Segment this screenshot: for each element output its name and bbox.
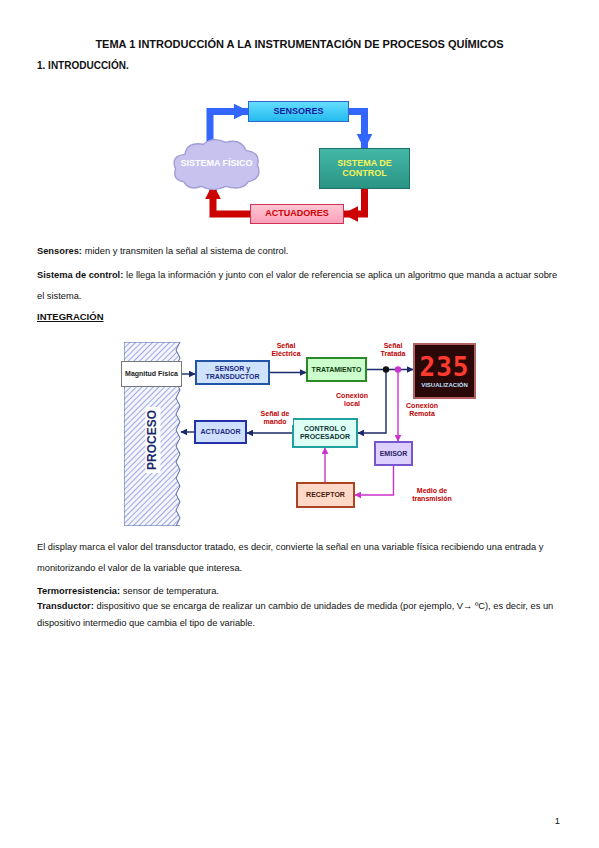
- paragraph: El display marca el valor del transducto…: [37, 537, 563, 579]
- body-text: miden y transmiten la señal al sistema d…: [85, 246, 289, 256]
- signal-label: Medio de transmisión: [408, 487, 456, 502]
- node-label: RECEPTOR: [306, 491, 345, 499]
- display-box: 235VISUALIZACIÓN: [413, 343, 476, 399]
- body-text: 1. INTRODUCCIÓN.: [37, 60, 129, 71]
- emitter-box: EMISOR: [374, 441, 413, 466]
- display-digits: 235: [420, 353, 470, 382]
- junction-dot: [383, 366, 389, 372]
- term: Termorresistencia:: [37, 586, 120, 596]
- connector-arrow: [355, 466, 394, 495]
- node-label: Magnitud Física: [125, 370, 178, 378]
- page-title: TEMA 1 INTRODUCCIÓN A LA INSTRUMENTACIÓN…: [0, 38, 599, 50]
- connector-arrow: [344, 189, 365, 214]
- node-label: ACTUADORES: [265, 209, 329, 219]
- connector-arrow: [182, 373, 195, 374]
- body-text: dispositivo que se encarga de realizar u…: [37, 601, 553, 628]
- actuator-box: ACTUADORES: [250, 204, 344, 224]
- connector-arrow: [324, 448, 325, 482]
- signal-label: Conexión local: [330, 392, 374, 407]
- paragraph: Sensores:miden y transmiten la señal al …: [37, 244, 563, 258]
- connector-arrow: [270, 372, 306, 373]
- node-label: SENSORES: [273, 107, 323, 117]
- process-band: PROCESO Magnitud Física: [124, 342, 181, 526]
- term: Sistema de control:: [37, 270, 123, 280]
- paragraph: Transductor:dispositivo que se encarga d…: [37, 598, 563, 632]
- body-text: El display marca el valor del transducto…: [37, 542, 543, 573]
- paragraph: Sistema de control:le llega la informaci…: [37, 265, 563, 307]
- connector-arrow: [367, 369, 413, 370]
- body-text: sensor de temperatura.: [123, 586, 219, 596]
- signal-label: Señal Tratada: [375, 342, 411, 357]
- connector-arrow: [210, 112, 248, 143]
- receiver-box: RECEPTOR: [296, 482, 355, 508]
- actuator-box: ACTUADOR: [194, 420, 247, 444]
- connector-arrow: [247, 432, 292, 433]
- junction-dot: [395, 366, 401, 372]
- sensor-box: SENSOR y TRANSDUCTOR: [195, 360, 270, 385]
- processing-box: TRATAMIENTO: [306, 357, 367, 382]
- connector-arrow: [397, 370, 398, 442]
- connector-arrow: [349, 112, 365, 149]
- paragraph: 1: [530, 814, 560, 828]
- body-text: 1: [555, 816, 560, 826]
- node-label: TRATAMIENTO: [312, 366, 362, 374]
- node-label: SENSOR y TRANSDUCTOR: [197, 365, 268, 380]
- term: Transductor:: [37, 601, 94, 611]
- signal-label: Señal de mando: [257, 410, 293, 425]
- signal-label: Conexión Remota: [401, 402, 443, 417]
- paragraph: 1. INTRODUCCIÓN.: [37, 59, 337, 73]
- connector-arrow: [181, 431, 194, 432]
- term: Sensores:: [37, 246, 82, 256]
- node-label: CONTROL O PROCESADOR: [294, 425, 356, 440]
- node-label: SISTEMA FÍSICO: [180, 159, 252, 169]
- node-label: EMISOR: [380, 450, 408, 458]
- node-label: ACTUADOR: [200, 428, 240, 436]
- physical-system-cloud: SISTEMA FÍSICO: [170, 136, 263, 191]
- control-box: SISTEMA DE CONTROL: [319, 148, 410, 189]
- body-text: INTEGRACIÓN: [37, 311, 104, 322]
- node-label: PROCESO: [145, 407, 160, 473]
- sensor-box: SENSORES: [248, 101, 349, 122]
- node-label: VISUALIZACIÓN: [421, 382, 468, 389]
- signal-label: Señal Eléctrica: [268, 342, 304, 357]
- paragraph: INTEGRACIÓN: [37, 310, 237, 324]
- controller-box: CONTROL O PROCESADOR: [292, 418, 358, 448]
- node-label: SISTEMA DE CONTROL: [320, 159, 409, 179]
- magnitude-box: Magnitud Física: [121, 361, 182, 387]
- paragraph: Termorresistencia:sensor de temperatura.: [37, 584, 563, 598]
- cloud-outline: [174, 140, 259, 190]
